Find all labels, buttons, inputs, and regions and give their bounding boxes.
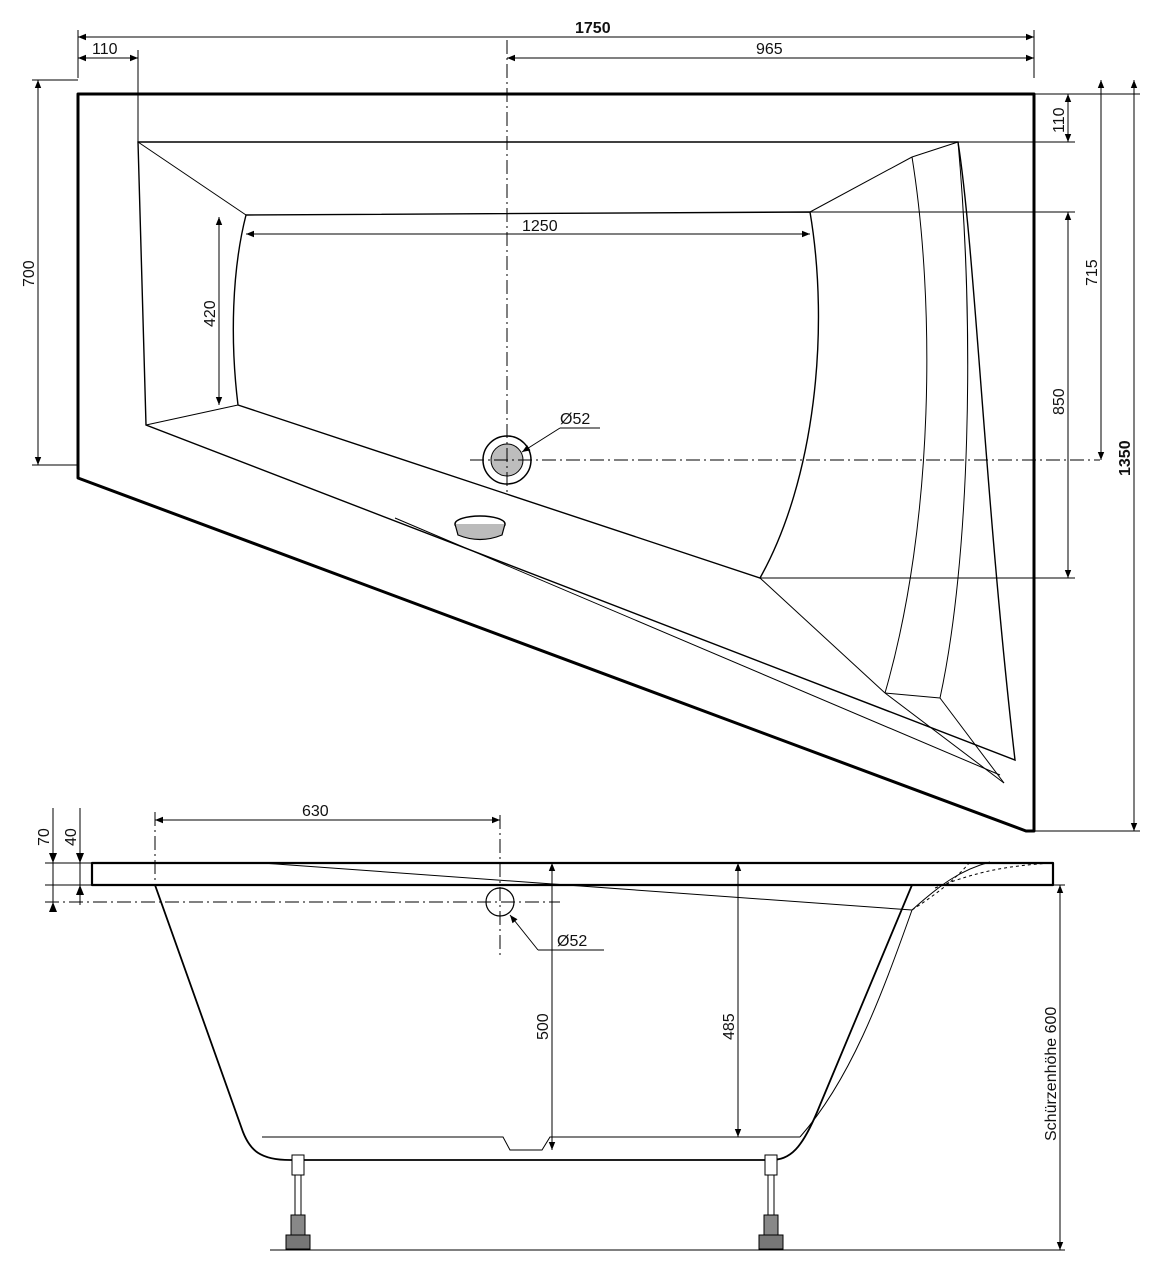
dim-1250: 1250: [522, 218, 558, 235]
dim-500: 500: [535, 1013, 552, 1040]
dim-110-left: 110: [92, 41, 118, 58]
dim-715: 715: [1084, 259, 1101, 286]
leg-right: [758, 1154, 784, 1250]
side-extension-lines: [45, 862, 1065, 886]
dim-40: 40: [63, 828, 80, 846]
tub-basin: [232, 211, 820, 579]
side-view: 630 70 40 500 485 Schürzenhöhe 600 Ø52: [36, 803, 1065, 1251]
tub-base: [262, 1136, 800, 1151]
dim-apron-height: Schürzenhöhe 600: [1043, 1007, 1060, 1141]
bevel-lines: [137, 141, 1005, 784]
apron-lines: [261, 861, 1051, 1138]
extension-lines: [32, 30, 1140, 832]
leg-left: [285, 1154, 311, 1250]
dim-110-right: 110: [1051, 107, 1068, 133]
dim-overflow-diameter: Ø52: [557, 933, 587, 950]
tub-inner-rim: [137, 141, 1016, 762]
dim-700: 700: [21, 260, 38, 287]
dim-485: 485: [721, 1013, 738, 1040]
tub-outline-top: [76, 92, 1036, 833]
overflow-leader: Ø52: [509, 914, 604, 951]
top-view: 1750 110 965 110 700 715 1350 1250 420 8…: [21, 20, 1140, 833]
drain-leader: Ø52: [521, 411, 600, 453]
dim-420: 420: [202, 300, 219, 327]
overflow-fitting: [454, 515, 506, 541]
tub-body-side: [154, 884, 913, 1161]
dim-1350: 1350: [1117, 440, 1134, 476]
dim-70: 70: [36, 828, 53, 846]
dim-850: 850: [1051, 388, 1068, 415]
dim-drain-diameter: Ø52: [560, 411, 590, 428]
dim-965: 965: [756, 41, 783, 58]
dim-1750: 1750: [575, 20, 611, 37]
dim-630: 630: [302, 803, 329, 820]
tub-rim-side: [90, 861, 1055, 887]
